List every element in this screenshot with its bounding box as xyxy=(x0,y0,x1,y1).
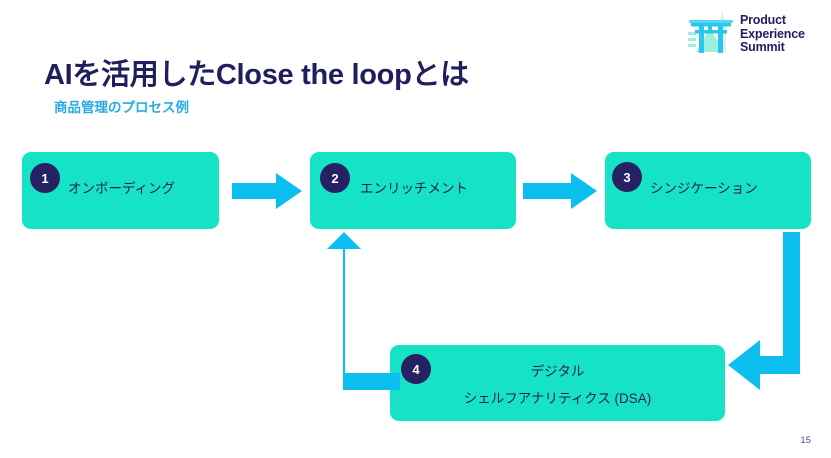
page-subtitle: 商品管理のプロセス例 xyxy=(54,100,189,115)
step-label-3: シンジケーション xyxy=(650,181,758,196)
process-step-box-4[interactable] xyxy=(390,345,725,421)
logo-line-3: Summit xyxy=(740,40,785,54)
step-label-4-line-2: シェルフアナリティクス (DSA) xyxy=(463,391,652,406)
process-step-box-1[interactable] xyxy=(22,152,219,229)
step-label-4-line-1: デジタル xyxy=(530,364,585,379)
logo-line-2: Experience xyxy=(740,26,805,41)
step-badge-2: 2 xyxy=(320,163,350,193)
logo-wordmark: Product Experience Summit xyxy=(740,13,805,55)
arrow-step2-to-step3-icon xyxy=(523,173,597,209)
step-badge-3: 3 xyxy=(612,162,642,192)
page-title: AIを活用したClose the loopとは xyxy=(44,59,469,91)
step-label-1: オンボーディング xyxy=(68,181,176,196)
page-number: 15 xyxy=(800,435,811,446)
process-step-box-2[interactable] xyxy=(310,152,516,229)
torii-gate-icon xyxy=(688,10,733,53)
arrow-step3-to-step4-icon xyxy=(728,232,800,390)
logo-line-1: Product xyxy=(740,13,786,27)
step-label-2: エンリッチメント xyxy=(360,181,468,196)
process-step-box-3[interactable] xyxy=(605,152,811,229)
arrow-step4-to-step2-icon xyxy=(327,232,400,390)
step-badge-4: 4 xyxy=(401,354,431,384)
step-label-4: デジタル シェルフアナリティクス (DSA) xyxy=(390,350,725,412)
summit-logo: Product Experience Summit xyxy=(686,6,826,68)
step-badge-1: 1 xyxy=(30,163,60,193)
arrow-step1-to-step2-icon xyxy=(232,173,302,209)
